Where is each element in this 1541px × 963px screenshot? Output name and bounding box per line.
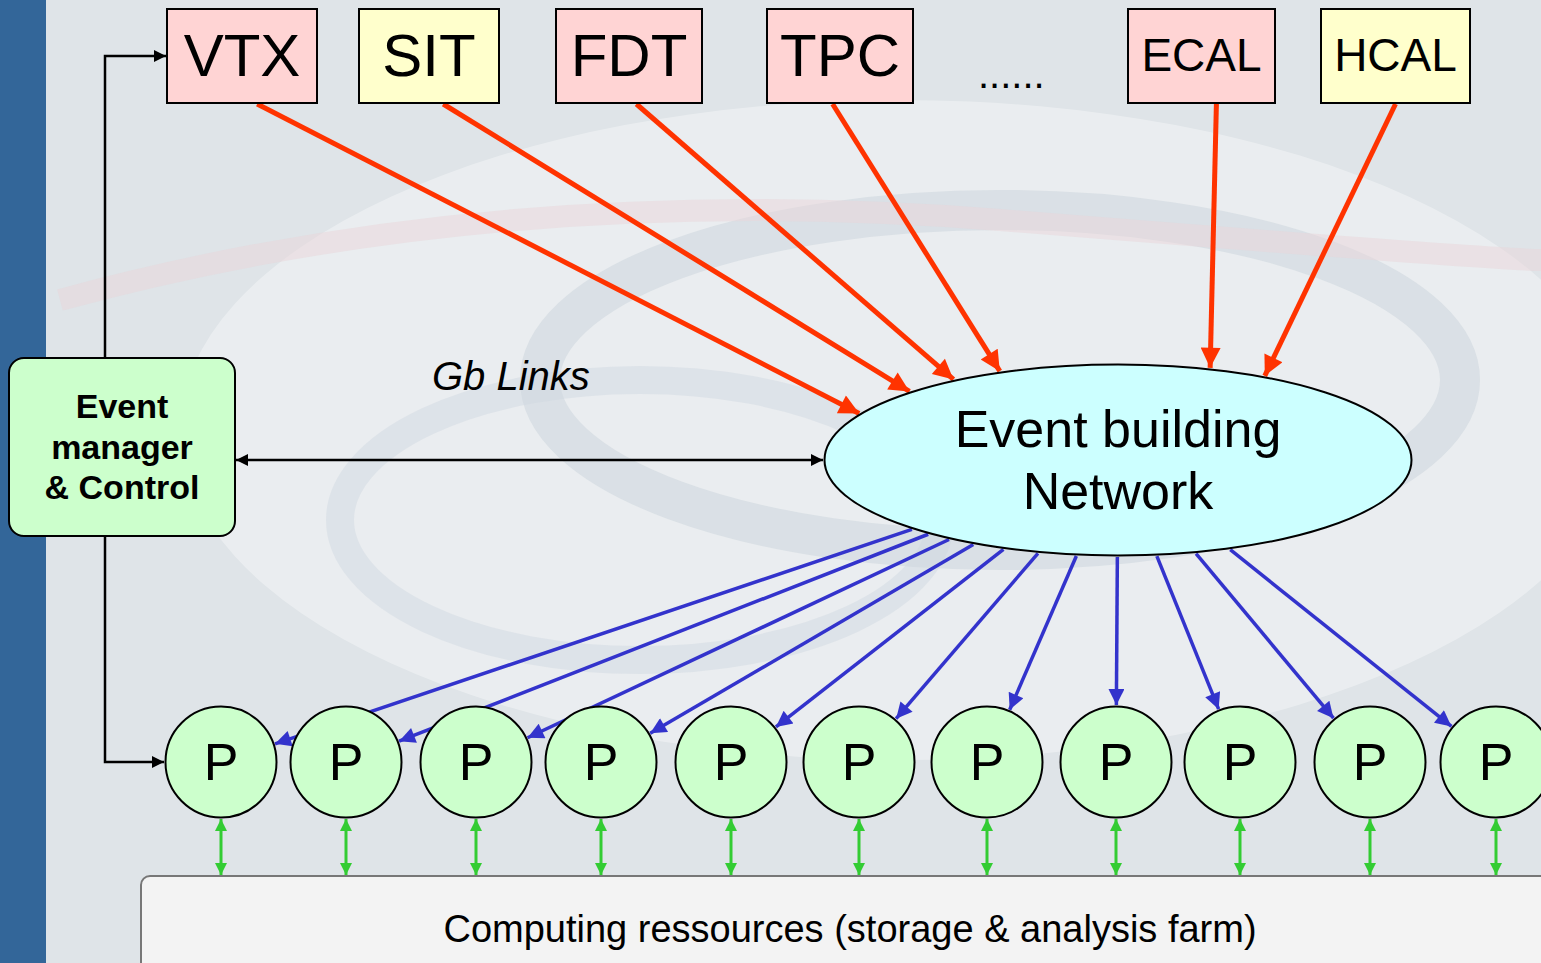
connector-arrow: [776, 549, 1004, 727]
connector-arrow: [475, 819, 478, 875]
processor-name: P: [714, 731, 749, 793]
detector-box: TPC: [766, 8, 914, 104]
ellipse-outline: [823, 363, 1413, 557]
connector-arrow: [1239, 819, 1242, 875]
processor-circle: P: [1439, 705, 1541, 819]
processor-name: P: [204, 731, 239, 793]
connector-arrow: [600, 819, 603, 875]
processor-name: P: [842, 731, 877, 793]
connector-arrow: [858, 819, 861, 875]
circle-shape: [1185, 707, 1296, 818]
computing-box: Computing ressources (storage & analysis…: [140, 875, 1541, 963]
processor-circle: P: [1059, 705, 1173, 819]
connector-arrow: [650, 545, 973, 734]
detector-name: TPC: [780, 20, 900, 92]
connector-arrow: [1369, 819, 1372, 875]
detector-box: SIT: [358, 8, 500, 104]
control-box: Event manager & Control: [8, 357, 236, 537]
circle-shape: [1315, 707, 1426, 818]
link-label: Gb Links: [432, 352, 590, 400]
processor-circle: P: [930, 705, 1044, 819]
processor-name: P: [970, 731, 1005, 793]
circle-shape: [932, 707, 1043, 818]
circle-shape: [291, 707, 402, 818]
connector-arrow: [236, 459, 823, 462]
background-streak: [60, 210, 1541, 300]
processor-circle: P: [164, 705, 278, 819]
detector-name: HCAL: [1334, 28, 1457, 83]
detector-name: ECAL: [1141, 28, 1261, 83]
circle-shape: [1441, 707, 1541, 818]
connector-arrow: [1010, 556, 1077, 710]
connector-arrow: [636, 104, 953, 379]
detector-box: VTX: [166, 8, 318, 104]
processor-circle: P: [674, 705, 788, 819]
processor-name: P: [1099, 731, 1134, 793]
processor-name: P: [1479, 731, 1514, 793]
connector-arrow: [105, 537, 164, 762]
detector-name: SIT: [382, 20, 475, 92]
processor-name: P: [584, 731, 619, 793]
connector-arrow: [986, 819, 989, 875]
processor-name: P: [329, 731, 364, 793]
circle-shape: [804, 707, 915, 818]
processor-name: P: [459, 731, 494, 793]
connector-arrow: [345, 819, 348, 875]
connector-arrow: [443, 104, 909, 391]
computing-name: Computing ressources (storage & analysis…: [443, 907, 1256, 953]
detector-name: FDT: [571, 20, 688, 92]
connector-arrow: [1265, 104, 1396, 376]
connector-arrow: [220, 819, 223, 875]
connector-arrow: [833, 104, 1000, 371]
circle-shape: [421, 707, 532, 818]
connector-arrow: [1115, 557, 1119, 705]
detector-name: VTX: [184, 20, 301, 92]
connector-arrow: [1115, 819, 1118, 875]
network-ellipse: Event building Network: [823, 363, 1413, 557]
network-name: Event building Network: [928, 398, 1308, 523]
processor-circle: P: [1313, 705, 1427, 819]
ellipse-shape: [825, 365, 1412, 556]
processor-circle: P: [802, 705, 916, 819]
processor-circle: P: [419, 705, 533, 819]
circle-shape: [166, 707, 277, 818]
circle-shape: [1061, 707, 1172, 818]
processor-circle: P: [1183, 705, 1297, 819]
connector-arrow: [1495, 819, 1498, 875]
ellipsis-label: ......: [978, 50, 1045, 98]
circle-shape: [546, 707, 657, 818]
background-glow: [180, 100, 1541, 760]
processor-name: P: [1223, 731, 1258, 793]
control-name: Event manager & Control: [38, 386, 206, 508]
connector-arrow: [1210, 104, 1216, 368]
detector-box: HCAL: [1320, 8, 1471, 104]
connector-arrow: [105, 56, 166, 357]
connector-arrow: [1157, 556, 1219, 709]
connector-arrow: [257, 104, 859, 413]
processor-name: P: [1353, 731, 1388, 793]
connector-arrow: [1230, 550, 1451, 727]
processor-circle: P: [544, 705, 658, 819]
detector-box: FDT: [555, 8, 703, 104]
connector-arrow: [730, 819, 733, 875]
detector-box: ECAL: [1127, 8, 1276, 104]
circle-shape: [676, 707, 787, 818]
processor-circle: P: [289, 705, 403, 819]
